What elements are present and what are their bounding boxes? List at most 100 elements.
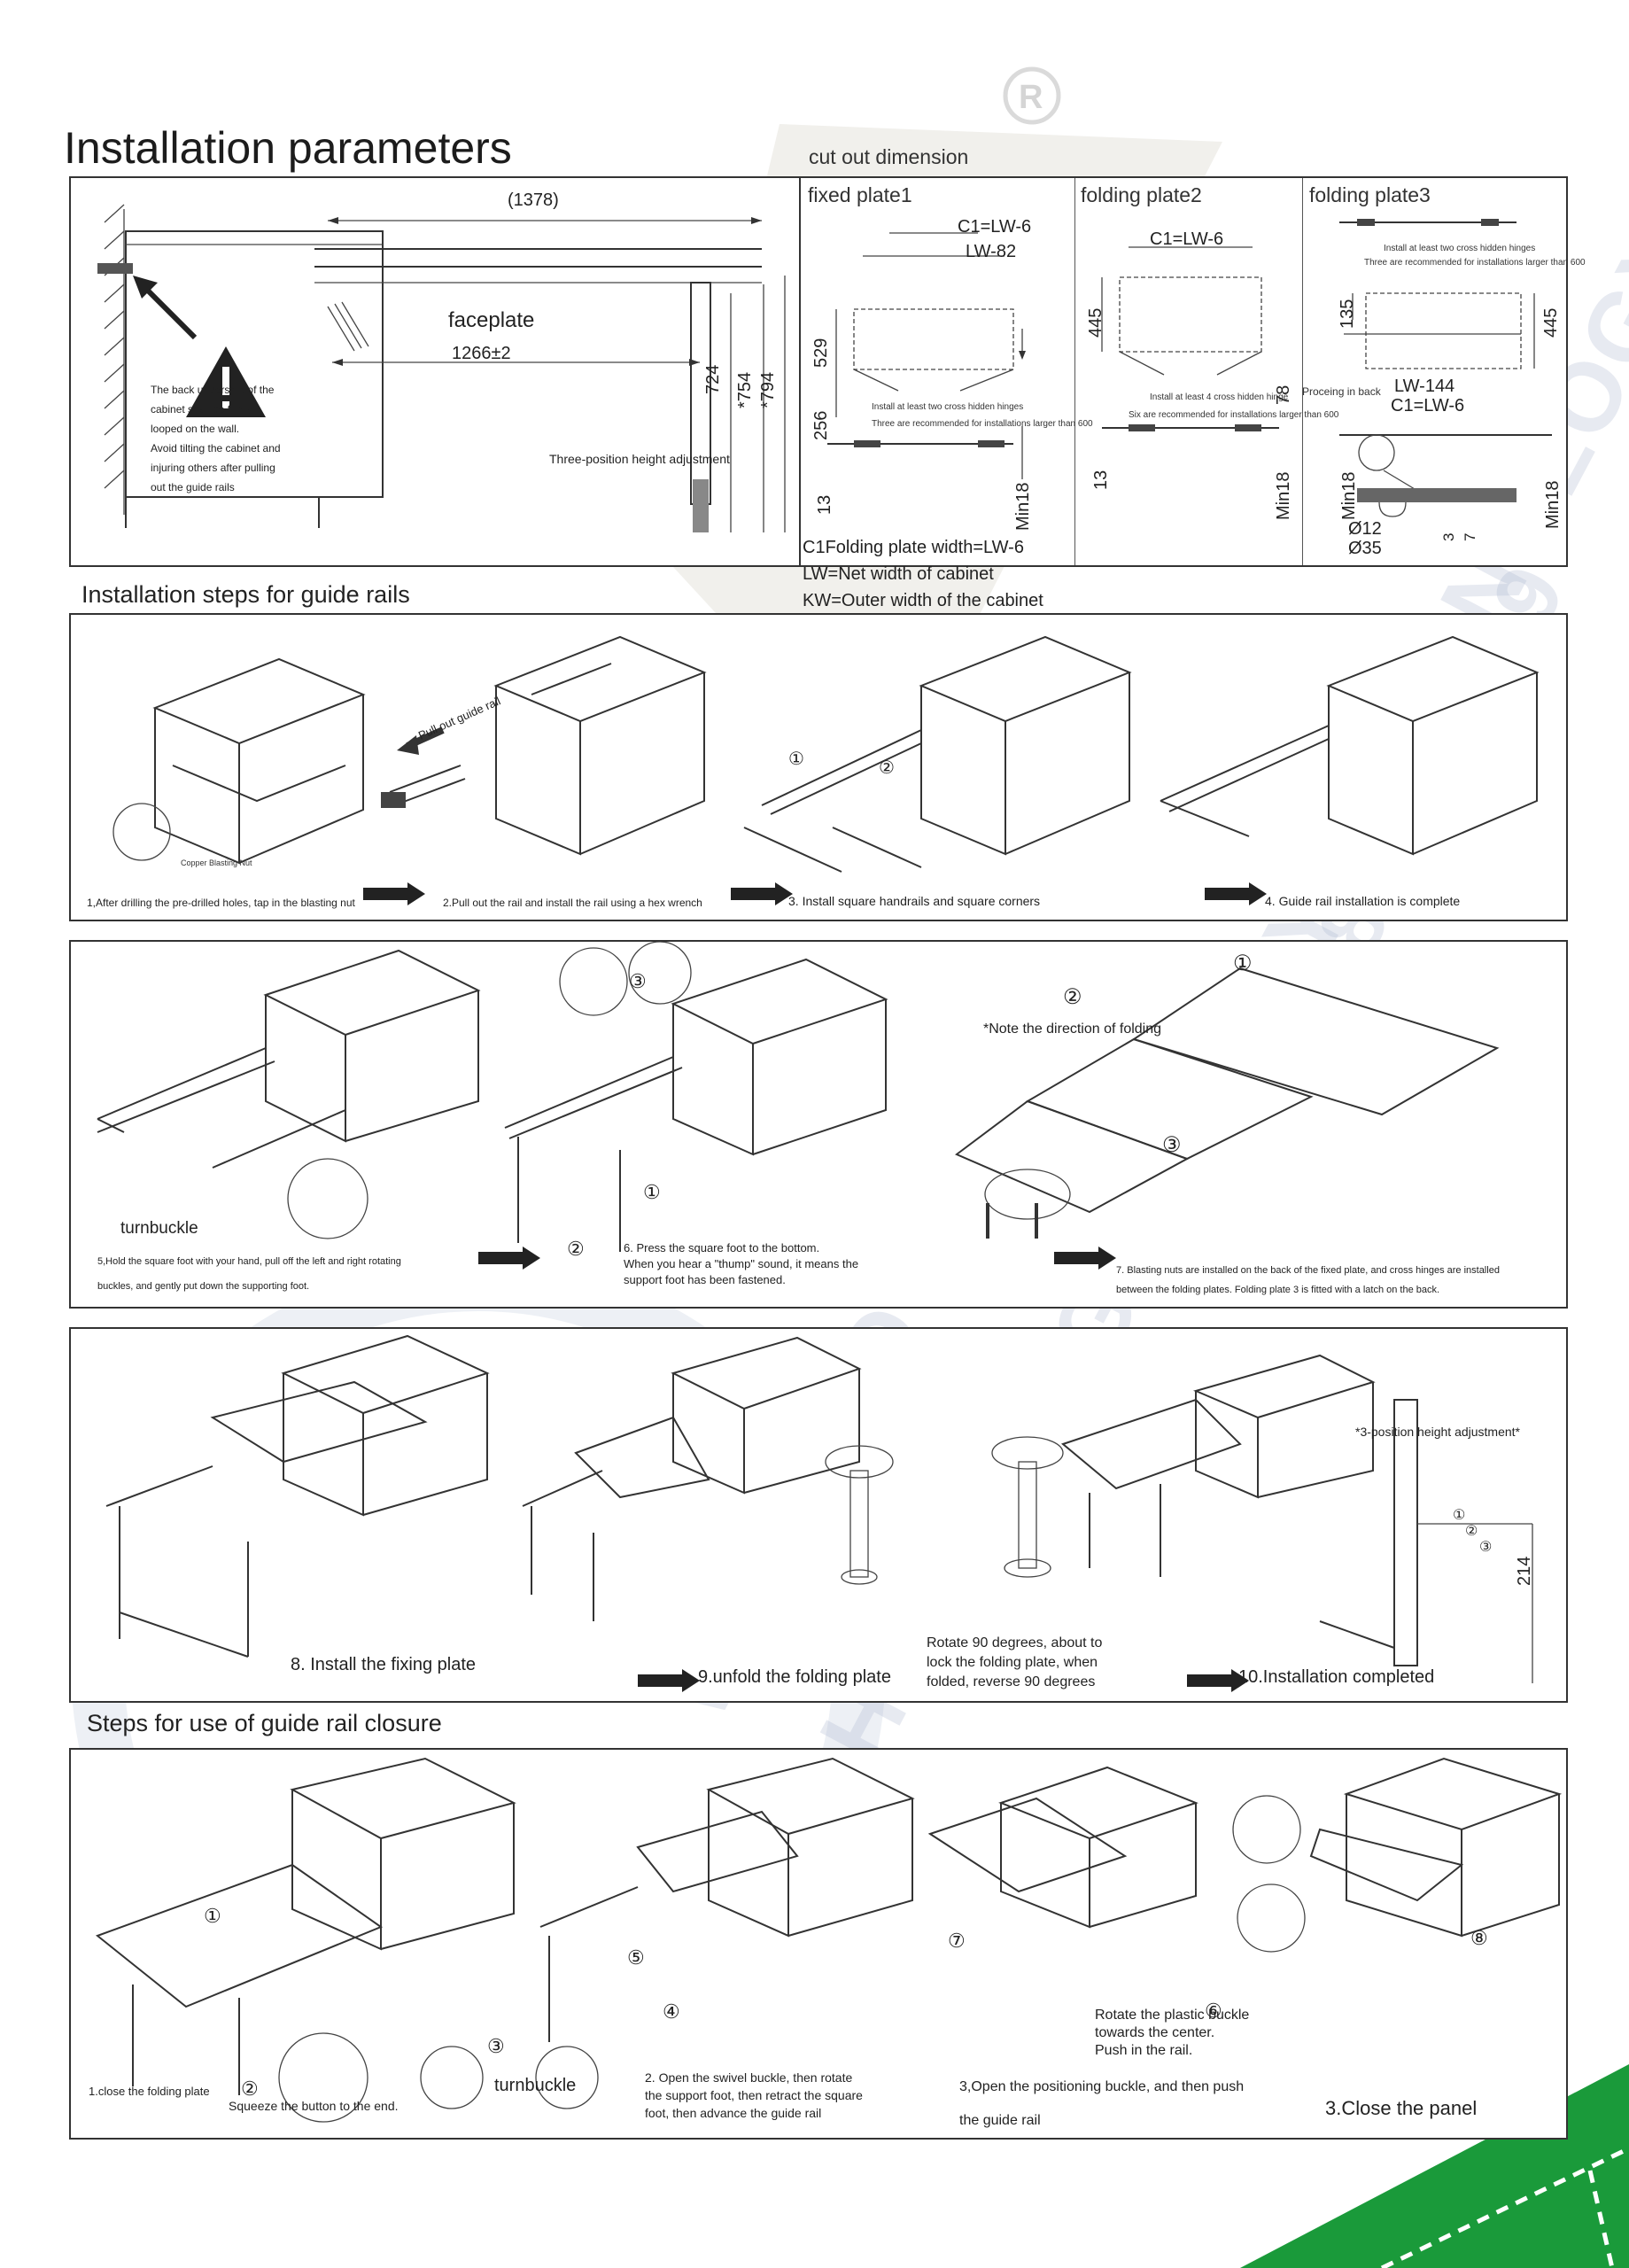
step9-caption: 9.unfold the folding plate [698, 1667, 891, 1687]
rotate-buckle-text: Rotate the plastic buckle towards the ce… [1095, 2007, 1249, 2060]
rotate-line: folded, reverse 90 degrees [927, 1674, 1096, 1689]
step7-line: between the folding plates. Folding plat… [1116, 1285, 1440, 1295]
copper-nut-label: Copper Blasting Nut [181, 858, 252, 867]
step6-line: When you hear a "thump" sound, it means … [624, 1257, 859, 1270]
guide-step-3: 3. Install square handrails and square c… [788, 894, 1041, 908]
closure-turnbuckle-label: turnbuckle [494, 2076, 577, 2095]
guide-rail-drawings [112, 635, 1540, 905]
guide-step-1: 1,After drilling the pre-drilled holes, … [87, 897, 355, 909]
dim-724: 724 [703, 364, 723, 394]
plate1-lw82: LW-82 [966, 242, 1017, 261]
plate3-title: folding plate3 [1309, 183, 1431, 206]
plate3-c1: C1=LW-6 [1391, 396, 1465, 416]
plate3-d135: 135 [1338, 299, 1357, 329]
warning-line: out the guide rails [151, 481, 235, 493]
plate2-min18: Min18 [1274, 471, 1293, 520]
warning-line: The back undershirt of the [151, 384, 275, 396]
closure-marker-1: ① [204, 1905, 221, 1927]
warning-line: Avoid tilting the cabinet and [151, 442, 281, 454]
step6-line: support foot has been fastened. [624, 1273, 786, 1286]
legend-line: LW=Net width of cabinet [803, 564, 994, 584]
squeeze-caption: Squeeze the button to the end. [229, 2099, 399, 2113]
divider [1074, 178, 1075, 565]
fold-marker-1: ① [1233, 951, 1253, 975]
marker-3: ③ [629, 970, 647, 992]
rotate-buckle-line: Rotate the plastic buckle [1095, 2008, 1250, 2023]
fixing-plate-drawings [105, 1334, 1533, 1692]
guide-rail-steps-panel: Copper Blasting Nut Pull out guide rail … [69, 613, 1568, 921]
step3-marker-2: ② [879, 758, 895, 778]
turnbuckle-label: turnbuckle [120, 1219, 198, 1238]
plate2-title: folding plate2 [1081, 183, 1202, 206]
foot-steps-drawings [97, 942, 1500, 1270]
cutout-label: cut out dimension [809, 145, 969, 168]
legend-line: KW=Outer width of the cabinet [803, 591, 1043, 610]
fold-marker-3: ③ [1162, 1133, 1182, 1157]
closure-drawings [95, 1757, 1563, 2123]
parameters-panel: (1378) faceplate 1266±2 724 *754 *794 Th… [69, 176, 1586, 567]
step10-caption: 10.Installation completed [1238, 1667, 1435, 1687]
warning-line: injuring others after pulling [151, 462, 275, 474]
plate1-note2: Three are recommended for installations … [872, 419, 1093, 429]
plate3-drawing [1339, 219, 1552, 517]
closure-step3-line-b: the guide rail [959, 2113, 1041, 2128]
fold-marker-2: ② [1063, 985, 1082, 1009]
section-title-guide-rails: Installation steps for guide rails [81, 581, 410, 608]
plate1-d13: 13 [815, 494, 834, 515]
closure-step2-line: foot, then advance the guide rail [645, 2106, 822, 2120]
closure-marker-8: ⑧ [1470, 1927, 1488, 1949]
foot-and-plate-steps-panel: turnbuckle 5,Hold the square foot with y… [69, 940, 1568, 1309]
plate2-d445: 445 [1086, 307, 1105, 338]
closure-marker-5: ⑤ [627, 1946, 645, 1969]
step8-caption: 8. Install the fixing plate [291, 1655, 477, 1674]
dimension-legend: C1Folding plate width=LW-6 LW=Net width … [803, 534, 1043, 614]
fixing-plate-steps-panel: 8. Install the fixing plate 9.unfold the… [69, 1327, 1568, 1703]
plate2-note1: Install at least 4 cross hidden hinge [1150, 392, 1289, 402]
plate2-c1: C1=LW-6 [1150, 229, 1224, 249]
dim-754: *754 [735, 371, 755, 408]
rotate-line: Rotate 90 degrees, about to [927, 1635, 1103, 1651]
plate3-min18: Min18 [1339, 471, 1359, 520]
step7-text: 7. Blasting nuts are installed on the ba… [1116, 1261, 1500, 1300]
dim-214: 214 [1515, 1556, 1534, 1586]
closure-step3-line-a: 3,Open the positioning buckle, and then … [959, 2079, 1245, 2094]
plate3-d7: 7 [1462, 532, 1478, 541]
rotate-buckle-line: Push in the rail. [1095, 2043, 1193, 2058]
pos-marker-2: ② [1465, 1524, 1478, 1539]
cabinet-side-drawing [97, 204, 786, 532]
divider [799, 178, 801, 565]
close-panel-caption: 3.Close the panel [1325, 2097, 1478, 2119]
plate3-note2: Three are recommended for installations … [1364, 258, 1586, 268]
plate3-min18b: Min18 [1543, 480, 1563, 529]
plate1-d529: 529 [811, 338, 831, 368]
plate3-lw144: LW-144 [1394, 377, 1455, 396]
step5-line: buckles, and gently put down the support… [97, 1281, 310, 1292]
closure-step2-line: the support foot, then retract the squar… [645, 2088, 863, 2102]
section-title-closure: Steps for use of guide rail closure [87, 1710, 442, 1736]
dim-1266: 1266±2 [452, 344, 511, 363]
rotate-line: lock the folding plate, when [927, 1655, 1098, 1670]
plate2-d13: 13 [1091, 470, 1111, 490]
dim-1378: (1378) [508, 190, 559, 210]
plate1-min18: Min18 [1013, 482, 1033, 531]
faceplate-label: faceplate [448, 308, 535, 332]
step3-marker-1: ① [788, 750, 804, 769]
divider [1302, 178, 1303, 565]
page-title: Installation parameters [64, 123, 512, 173]
pos-marker-1: ① [1453, 1508, 1466, 1523]
dim-794: *794 [758, 371, 778, 408]
guide-step-4: 4. Guide rail installation is complete [1265, 894, 1461, 908]
step5-line: 5,Hold the square foot with your hand, p… [97, 1256, 401, 1267]
plate1-c1: C1=LW-6 [958, 217, 1032, 237]
legend-line: C1Folding plate width=LW-6 [803, 538, 1024, 557]
closure-marker-2: ② [241, 2078, 259, 2100]
closure-steps-panel: 1.close the folding plate Squeeze the bu… [69, 1748, 1568, 2140]
close-plate-caption: 1.close the folding plate [89, 2085, 210, 2098]
plate1-d256: 256 [811, 410, 831, 440]
svg-text:R: R [1019, 79, 1043, 116]
plate1-title: fixed plate1 [808, 183, 912, 206]
marker-1: ① [643, 1181, 661, 1203]
step5-text: 5,Hold the square foot with your hand, p… [97, 1249, 401, 1299]
warning-line: cabinet shall be firmly [151, 403, 253, 416]
